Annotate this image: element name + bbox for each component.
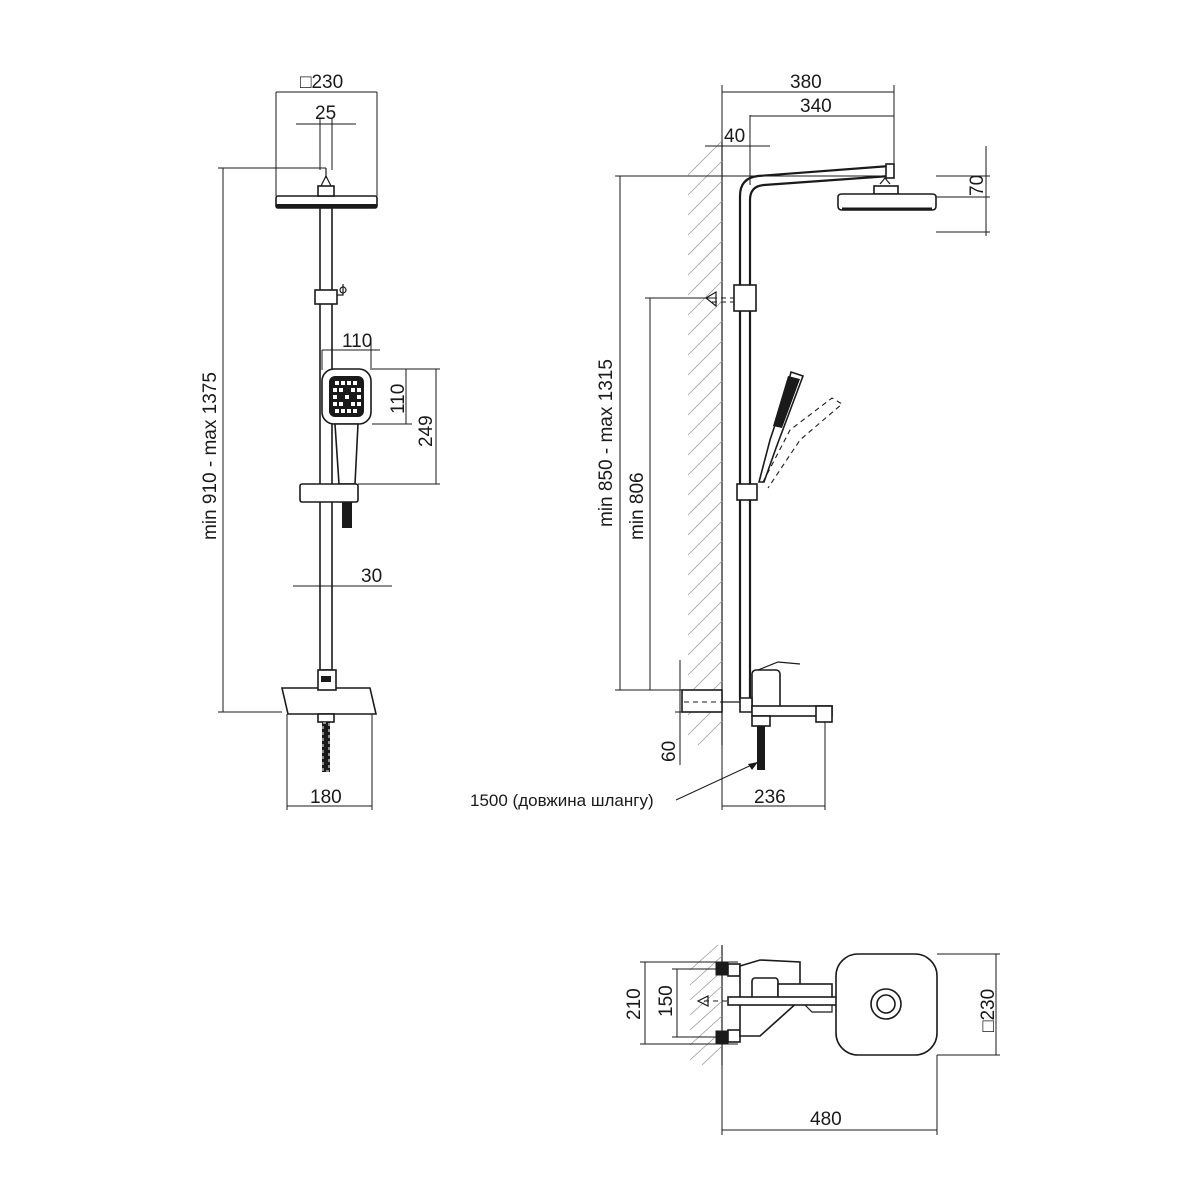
- side-spout-reach-label: 236: [754, 787, 786, 808]
- front-mixer-width-label: 180: [310, 787, 342, 808]
- top-inlet-spacing-label: 150: [656, 985, 677, 1017]
- side-mixer: [681, 661, 833, 770]
- front-head-size-label: □230: [300, 72, 343, 93]
- top-view: 210 150 □230 480: [624, 944, 1000, 1135]
- side-rail-arm: [738, 164, 891, 700]
- side-arm-reach-label: 380: [790, 72, 822, 93]
- front-mixer: [280, 669, 378, 772]
- front-hand-shower: [321, 368, 372, 528]
- front-view: □230 25 min 910 - max 1375 110 110 249 3…: [200, 72, 440, 810]
- side-total-height-label: min 850 - max 1315: [596, 359, 617, 527]
- top-head-size-label: □230: [978, 989, 999, 1032]
- front-handshower-width-label: 110: [342, 331, 372, 352]
- side-hand-shower: [736, 370, 805, 501]
- front-handshower-length-label: 249: [416, 415, 437, 447]
- side-head-height-label: 70: [967, 175, 988, 196]
- side-dimensions: [615, 85, 990, 810]
- side-spout-drop-label: 60: [659, 741, 680, 762]
- side-shower-head: [837, 177, 937, 211]
- front-handshower-head-label: 110: [388, 384, 409, 414]
- front-slider: [299, 483, 359, 503]
- side-wall-offset-label: 40: [724, 126, 745, 147]
- side-wall-bracket: [733, 284, 757, 312]
- side-view: 380 340 40 70 min 850 - max 1315 min 806…: [470, 72, 990, 810]
- side-wall-hatch: [687, 140, 723, 746]
- front-rail-diameter-label: 30: [361, 566, 382, 587]
- front-total-height-label: min 910 - max 1375: [200, 372, 221, 540]
- front-arm-width-label: 25: [315, 103, 336, 124]
- side-hand-shower-alt: [762, 397, 843, 489]
- side-head-offset-label: 340: [800, 96, 832, 117]
- side-inlet-height-label: min 806: [627, 472, 648, 540]
- front-dimensions: [218, 91, 440, 810]
- side-hose-label: 1500 (довжина шлангу): [470, 791, 654, 810]
- top-total-depth-label: 480: [810, 1109, 842, 1130]
- top-outer-span-label: 210: [624, 988, 645, 1020]
- top-dimensions: [640, 953, 1000, 1135]
- front-rail: [319, 207, 333, 671]
